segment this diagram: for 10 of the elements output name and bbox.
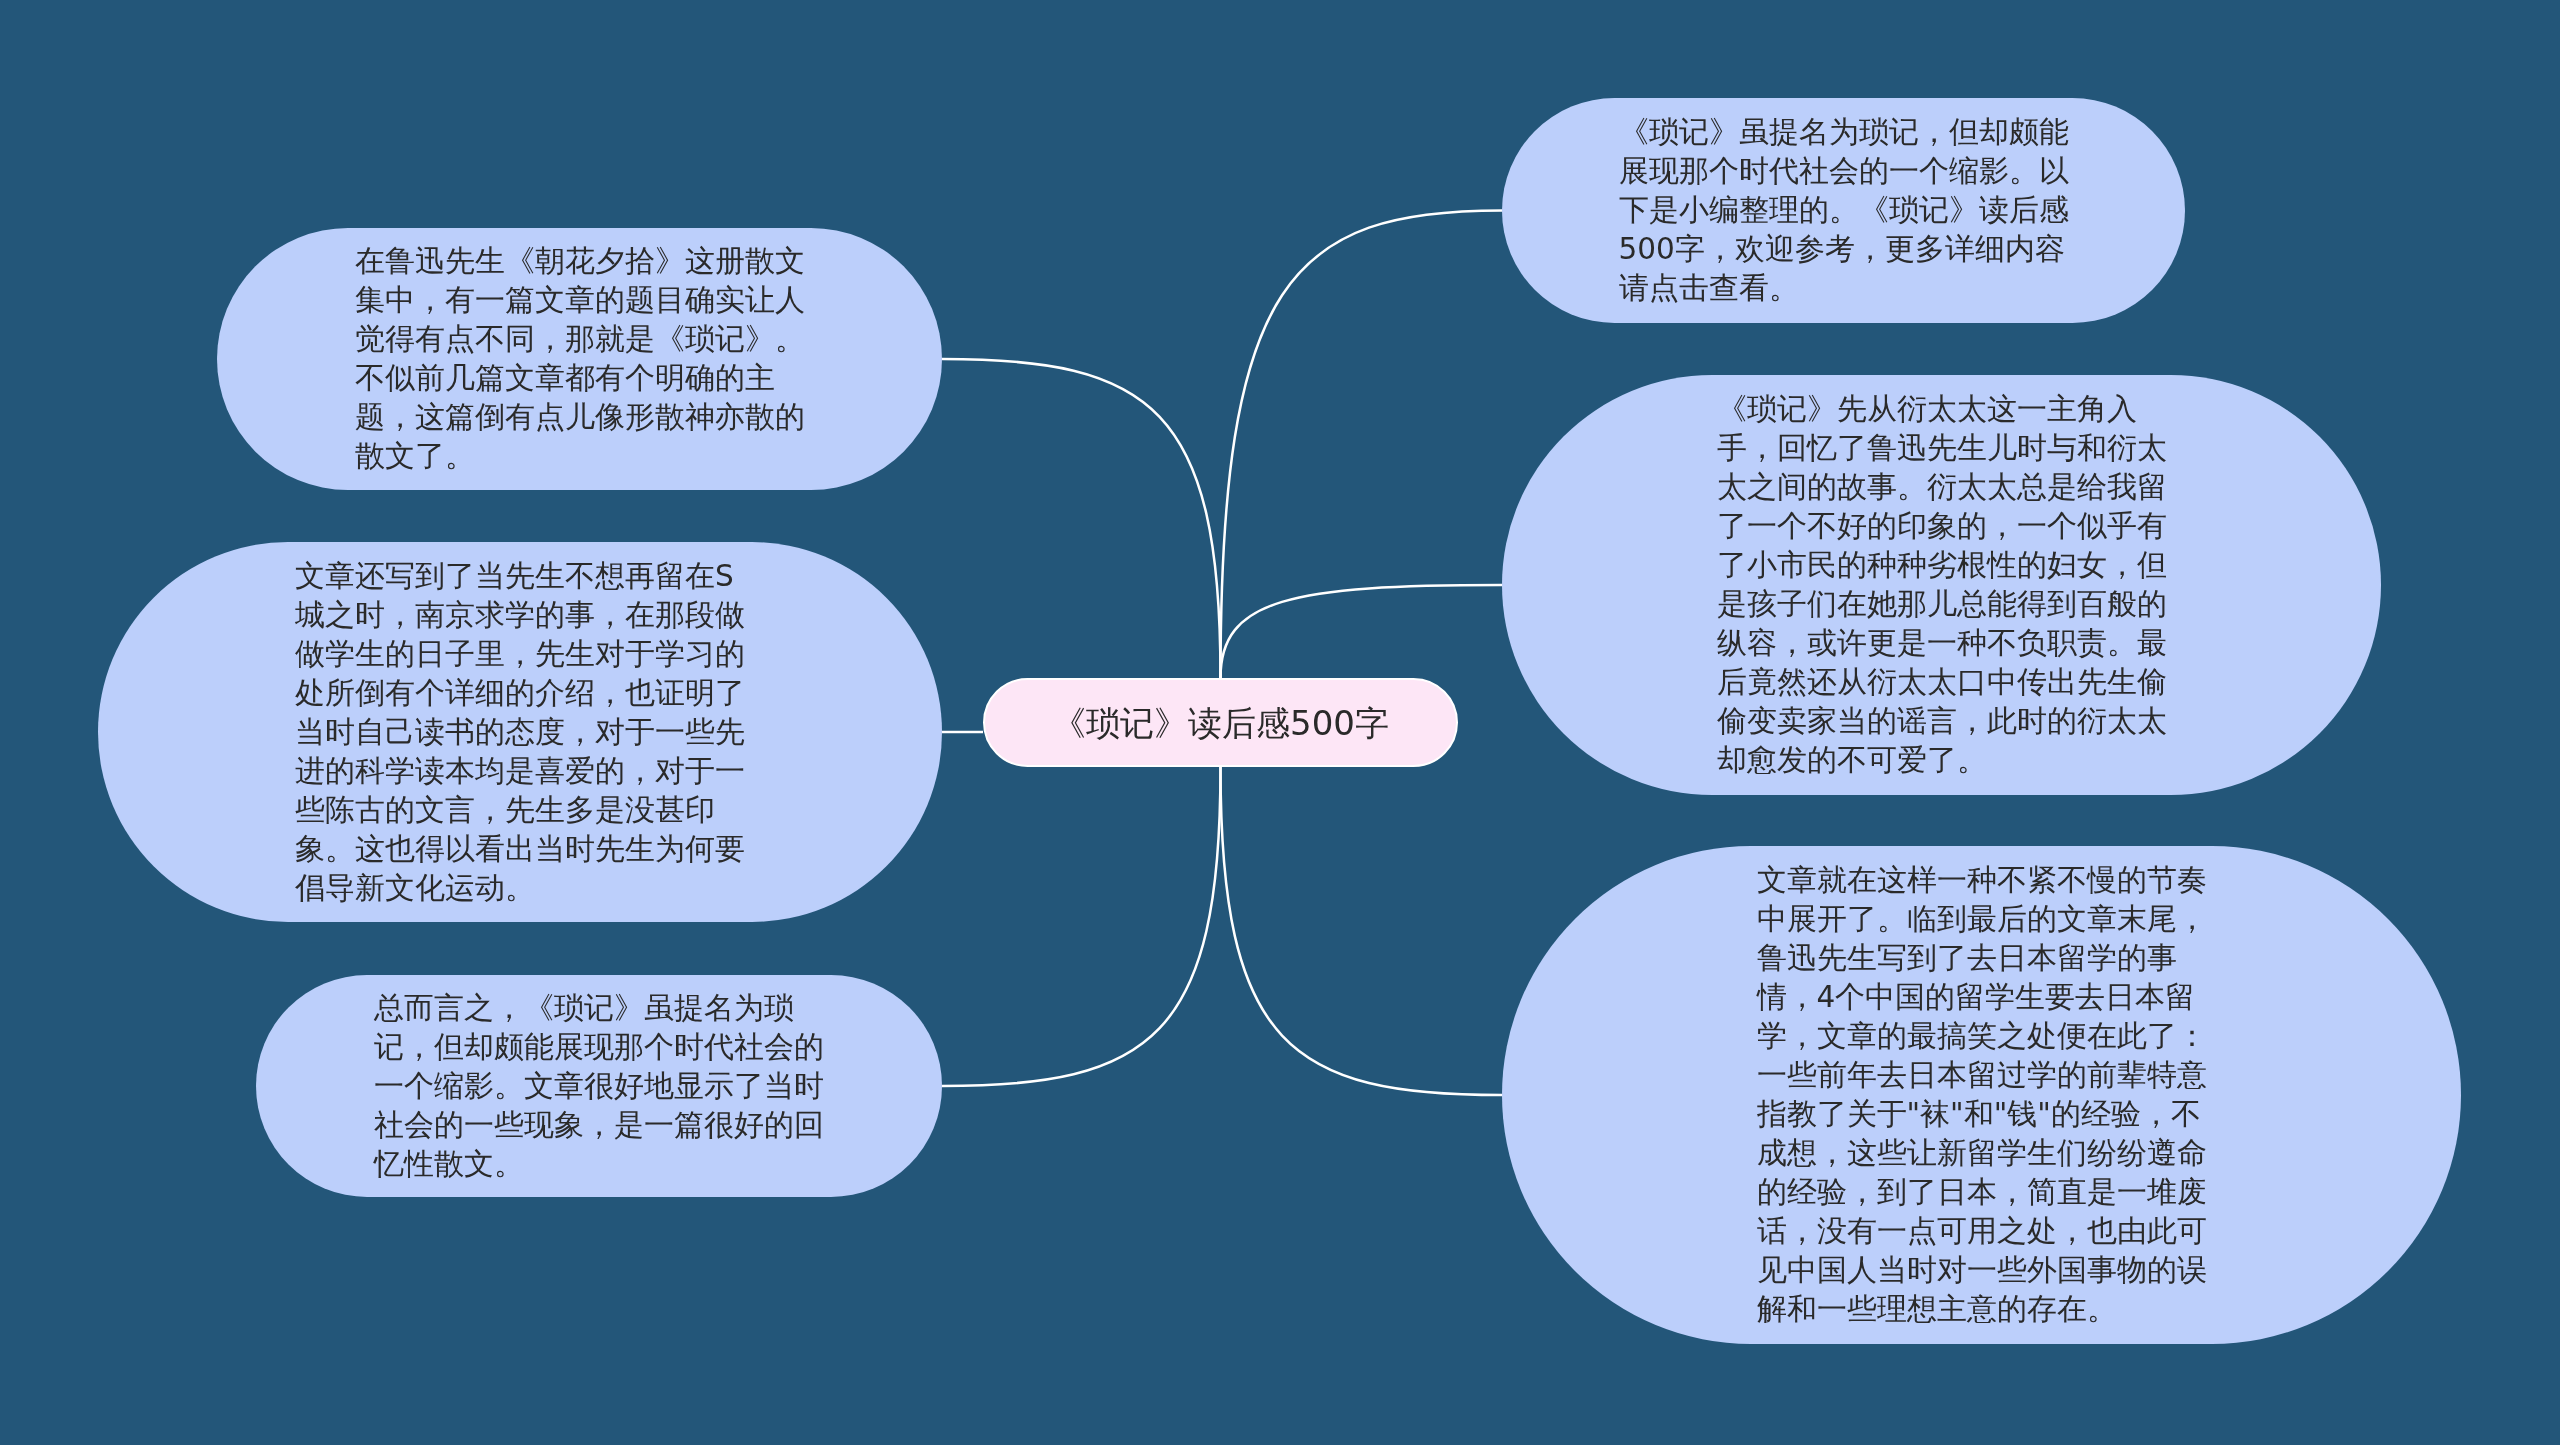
paragraph: 在鲁迅先生《朝花夕拾》这册散文集中，有一篇文章的题目确实让人觉得有点不同，那就是《琐记》。不似前几篇文章都有个明确的主题，这篇倒有点儿像形散神亦散的散文了。 bbox=[354, 243, 805, 475]
connector-line bbox=[1219, 583, 1502, 679]
connector-line bbox=[1219, 766, 1503, 1097]
paragraph: 《琐记》先从衍太太这一主角入手，回忆了鲁迅先生儿时与和衍太太之间的故事。衍太太总是给我留了一个不好的印象的，一个似乎有了小市民的种种劣根性的妇女，但是孩子们在她那儿总能得到百般的纵容，或许更是一种不负职责。最后竟然还从衍太太口中传出先生偷偷变卖家当的谣言，此时的衍太太却愈发的不可爱了。 bbox=[1716, 391, 2167, 779]
topic-title: 《琐记》读后感500字 bbox=[1052, 701, 1389, 745]
paragraph: 文章就在这样一种不紧不慢的节奏中展开了。临到最后的文章末尾，鲁迅先生写到了去日本留学的事情，4个中国的留学生要去日本留学，文章的最搞笑之处便在此了：一些前年去日本留过学的前辈特意指教了关于"袜"和"钱"的经验，不成想，这些让新留学生们纷纷遵命的经验，到了日本，简直是一堆废话，没有一点可用之处，也由此可见中国人当时对一些外国事物的误解和一些理想主意的存在。 bbox=[1756, 862, 2207, 1328]
connector-line bbox=[942, 730, 983, 734]
paragraph: 总而言之，《琐记》虽提名为琐记，但却颇能展现那个时代社会的一个缩影。文章很好地显示了当时社会的一些现象，是一篇很好的回忆性散文。 bbox=[374, 989, 824, 1183]
paragraph: 文章还写到了当先生不想再留在S城之时，南京求学的事，在那段做做学生的日子里，先生对于学习的处所倒有个详细的介绍，也证明了当时自己读书的态度，对于一些先进的科学读本均是喜爱的，对于一些陈古的文言，先生多是没甚印象。这也得以看出当时先生为何要倡导新文化运动。 bbox=[295, 557, 745, 907]
paragraph: 《琐记》虽提名为琐记，但却颇能展现那个时代社会的一个缩影。以下是小编整理的。《琐记》读后感500字，欢迎参考，更多详细内容请点击查看。 bbox=[1618, 114, 2069, 307]
